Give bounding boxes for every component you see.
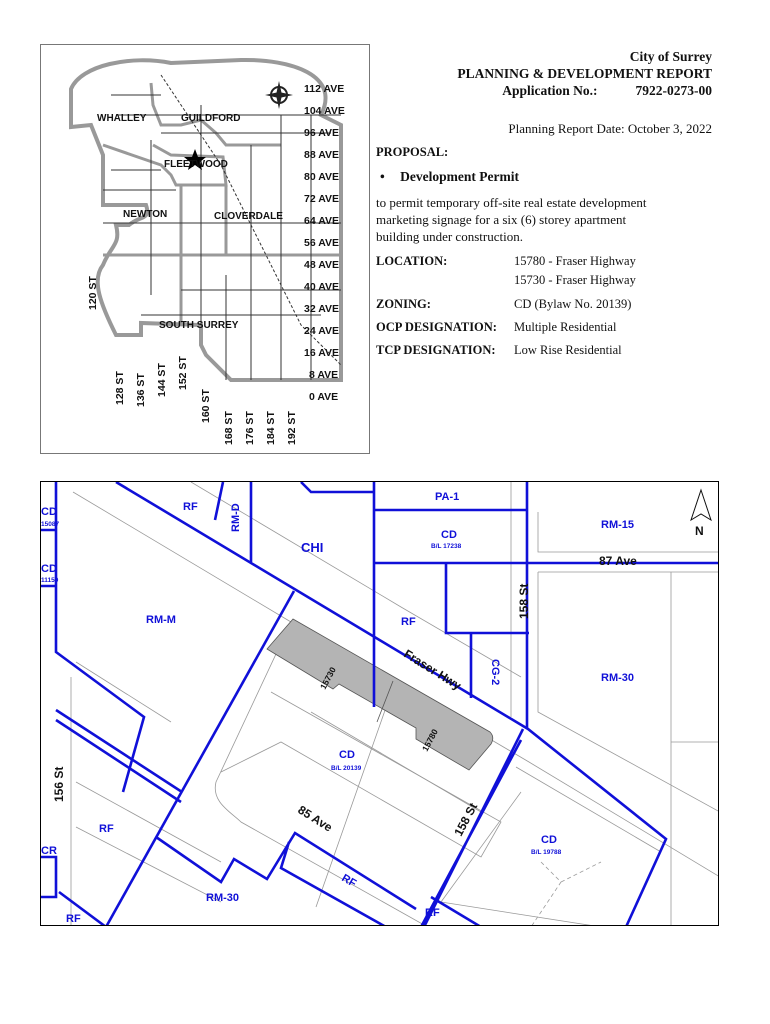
star-icon <box>184 149 206 170</box>
avenue-label: 112 AVE <box>304 83 344 95</box>
street-label: 136 ST <box>135 373 147 407</box>
report-date: Planning Report Date: October 3, 2022 <box>508 121 712 136</box>
site-zoning-map: CD 15087 CD 11150 RF RM-D CHI PA-1 CD B/… <box>40 481 719 926</box>
zone-label: CHI <box>301 540 323 555</box>
description-line: building under construction. <box>376 229 523 244</box>
north-arrow-icon <box>690 488 712 522</box>
zone-label: CD <box>541 834 557 846</box>
road-label: 87 Ave <box>599 554 637 568</box>
avenue-label: 88 AVE <box>304 149 339 161</box>
key-map-graphic: 112 AVE 104 AVE 96 AVE 88 AVE 80 AVE 72 … <box>69 57 345 445</box>
zone-label: RM-M <box>146 614 176 626</box>
neighbourhood-label: SOUTH SURREY <box>159 320 239 331</box>
avenue-label: 32 AVE <box>304 303 339 315</box>
zone-label: CD <box>441 529 457 541</box>
report-header: City of Surrey PLANNING & DEVELOPMENT RE… <box>457 48 712 99</box>
zoning-label: ZONING: <box>376 297 431 311</box>
street-label: 160 ST <box>200 389 212 423</box>
proposal-item-label: Development Permit <box>400 169 519 184</box>
zoning-boundaries <box>41 482 718 925</box>
road-label: 158 St <box>517 584 531 619</box>
bullet: • <box>380 169 385 184</box>
city-name: City of Surrey <box>629 49 712 64</box>
description-line: to permit temporary off-site real estate… <box>376 195 647 210</box>
zone-label: CR <box>41 845 57 857</box>
ocp-value: Multiple Residential <box>514 320 617 334</box>
zone-label: CD <box>41 563 57 575</box>
subject-site-parcels <box>266 618 494 771</box>
road-label: 85 Ave <box>295 803 335 835</box>
zone-bylaw: B/L 19788 <box>531 849 562 856</box>
neighbourhood-label: NEWTON <box>123 209 167 220</box>
zone-label: CD <box>41 506 57 518</box>
application-number-row: Application No.: 7922-0273-00 <box>457 82 712 99</box>
zone-label: RM-D <box>230 503 242 532</box>
avenue-label: 72 AVE <box>304 193 339 205</box>
compass-rose-icon <box>265 81 293 109</box>
avenue-label: 0 AVE <box>309 391 338 403</box>
proposal-description: to permit temporary off-site real estate… <box>376 194 647 245</box>
zone-label: RF <box>401 616 416 628</box>
zone-label: RM-15 <box>601 519 634 531</box>
avenue-label: 56 AVE <box>304 237 339 249</box>
tcp-value: Low Rise Residential <box>514 343 622 357</box>
zone-label: RF <box>340 872 359 890</box>
north-label: N <box>695 524 704 538</box>
avenue-label: 104 AVE <box>304 105 345 117</box>
avenue-label: 64 AVE <box>304 215 339 227</box>
zone-label: CG-2 <box>489 659 501 685</box>
zone-label: RF <box>99 823 114 835</box>
application-label: Application No.: <box>502 83 598 98</box>
zone-label: CD <box>339 749 355 761</box>
key-map: 112 AVE 104 AVE 96 AVE 88 AVE 80 AVE 72 … <box>40 44 370 454</box>
avenue-label: 48 AVE <box>304 259 339 271</box>
avenue-label: 96 AVE <box>304 127 339 139</box>
avenue-label: 16 AVE <box>304 347 339 359</box>
proposal-heading: PROPOSAL: <box>376 145 449 159</box>
avenue-label: 8 AVE <box>309 369 338 381</box>
street-label: 192 ST <box>286 411 298 445</box>
street-label: 184 ST <box>265 411 277 445</box>
zone-label: RM-30 <box>206 892 239 904</box>
road-label: Fraser Hwy <box>401 647 464 693</box>
zone-bylaw: 15087 <box>41 521 59 528</box>
zone-label: RF <box>425 907 440 919</box>
site-map-graphic: CD 15087 CD 11150 RF RM-D CHI PA-1 CD B/… <box>41 482 718 925</box>
ocp-label: OCP DESIGNATION: <box>376 320 497 334</box>
tcp-label: TCP DESIGNATION: <box>376 343 496 357</box>
street-label: 176 ST <box>244 411 256 445</box>
zone-bylaw: B/L 17238 <box>431 543 462 550</box>
street-label: 128 ST <box>114 371 126 405</box>
proposal-item: • Development Permit <box>380 169 519 185</box>
location-label: LOCATION: <box>376 254 448 268</box>
zone-label: RF <box>66 913 81 925</box>
street-label: 120 ST <box>87 276 99 310</box>
report-title: PLANNING & DEVELOPMENT REPORT <box>457 66 712 81</box>
avenue-label: 24 AVE <box>304 325 339 337</box>
neighbourhood-label: GUILDFORD <box>181 113 240 124</box>
application-number: 7922-0273-00 <box>635 83 713 98</box>
street-label: 152 ST <box>177 356 189 390</box>
zone-label: PA-1 <box>435 491 459 503</box>
avenue-label: 80 AVE <box>304 171 339 183</box>
description-line: marketing signage for a six (6) storey a… <box>376 212 627 227</box>
zone-bylaw: 11150 <box>41 577 59 584</box>
neighbourhood-label: CLOVERDALE <box>214 211 283 222</box>
street-label: 144 ST <box>156 363 168 397</box>
zone-bylaw: B/L 20139 <box>331 765 362 772</box>
zone-label: RM-30 <box>601 672 634 684</box>
street-label: 168 ST <box>223 411 235 445</box>
neighbourhood-label: WHALLEY <box>97 113 147 124</box>
road-label: 156 St <box>52 767 66 802</box>
zoning-value: CD (Bylaw No. 20139) <box>514 297 632 311</box>
location-value: 15780 - Fraser Highway <box>514 254 636 268</box>
avenue-label: 40 AVE <box>304 281 339 293</box>
location-value: 15730 - Fraser Highway <box>514 273 636 287</box>
road-label: 158 St <box>451 801 480 839</box>
neighbourhood-label: FLEETWOOD <box>164 159 228 170</box>
zone-label: RF <box>183 501 198 513</box>
